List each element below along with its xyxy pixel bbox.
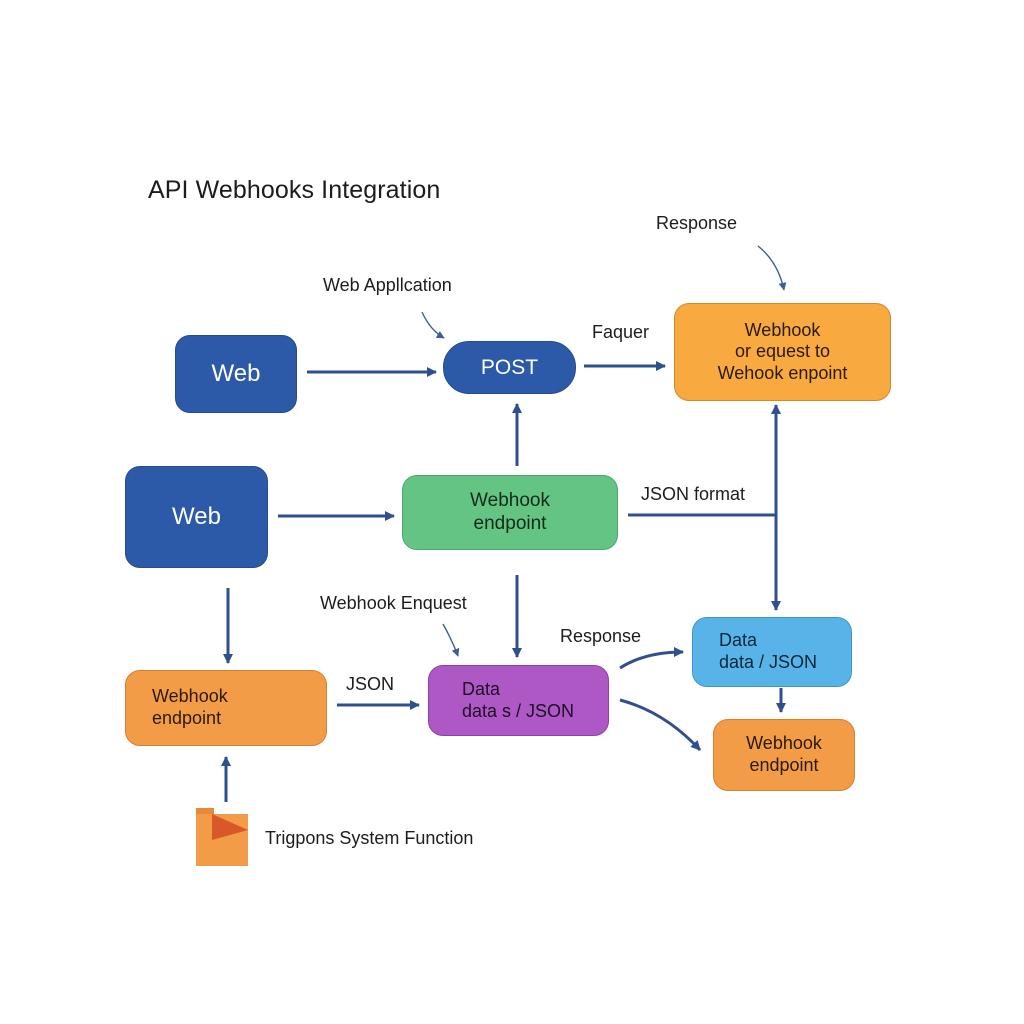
node-webhook-endpoint-center[interactable]: Webhook endpoint [402,475,618,550]
node-webhook-request-line-3: Wehook enpoint [717,362,848,383]
node-data-sky-line-1: Data [719,630,758,651]
node-post[interactable]: POST [443,341,576,394]
node-data-purple-line-1: Data [462,678,501,699]
node-web-mid-label: Web [172,502,221,530]
node-webhook-request-line-2: or equest to [734,341,831,362]
node-webhook-endpoint-right-line-2: endpoint [749,755,819,775]
node-web-top[interactable]: Web [175,335,297,413]
pointer-web-application [421,311,445,339]
label-response-top: Response [656,213,738,233]
diagram-title: API Webhooks Integration [148,176,441,204]
label-json: JSON [346,674,395,694]
pointer-response [757,245,787,291]
node-webhook-endpoint-center-line-2: endpoint [473,512,547,534]
node-web-top-label: Web [211,359,261,387]
pointer-webhook-enquest [442,623,460,657]
node-web-mid[interactable]: Web [125,466,268,568]
label-faquer: Faquer [592,322,650,342]
node-data-purple-line-2: data s / JSON [462,700,575,721]
label-response-mid: Response [560,626,642,646]
node-post-label: POST [480,355,539,379]
node-webhook-endpoint-right[interactable]: Webhook endpoint [713,719,855,791]
node-webhook-request-line-1: Webhook [744,319,821,340]
node-webhook-endpoint-left[interactable]: Webhook endpoint [125,670,327,746]
label-webhook-enquest: Webhook Enquest [320,593,467,613]
node-data-purple[interactable]: Data data s / JSON [428,665,609,736]
node-webhook-endpoint-left-line-1: Webhook [152,686,228,707]
node-webhook-endpoint-right-line-1: Webhook [746,733,822,754]
label-web-application: Web Appllcation [323,275,452,295]
label-json-format: JSON format [641,484,746,504]
arrow-data-to-sky-data [619,647,684,670]
folder-icon [196,808,248,866]
node-data-sky-line-2: data / JSON [719,652,818,672]
arrow-data-to-right-endpoint [619,698,702,752]
node-data-sky[interactable]: Data data / JSON [692,617,852,687]
label-trigger: Trigpons System Function [265,828,474,848]
node-webhook-request[interactable]: Webhook or equest to Wehook enpoint [674,303,891,401]
node-webhook-endpoint-left-line-2: endpoint [152,708,222,728]
node-webhook-endpoint-center-line-1: Webhook [470,489,550,511]
